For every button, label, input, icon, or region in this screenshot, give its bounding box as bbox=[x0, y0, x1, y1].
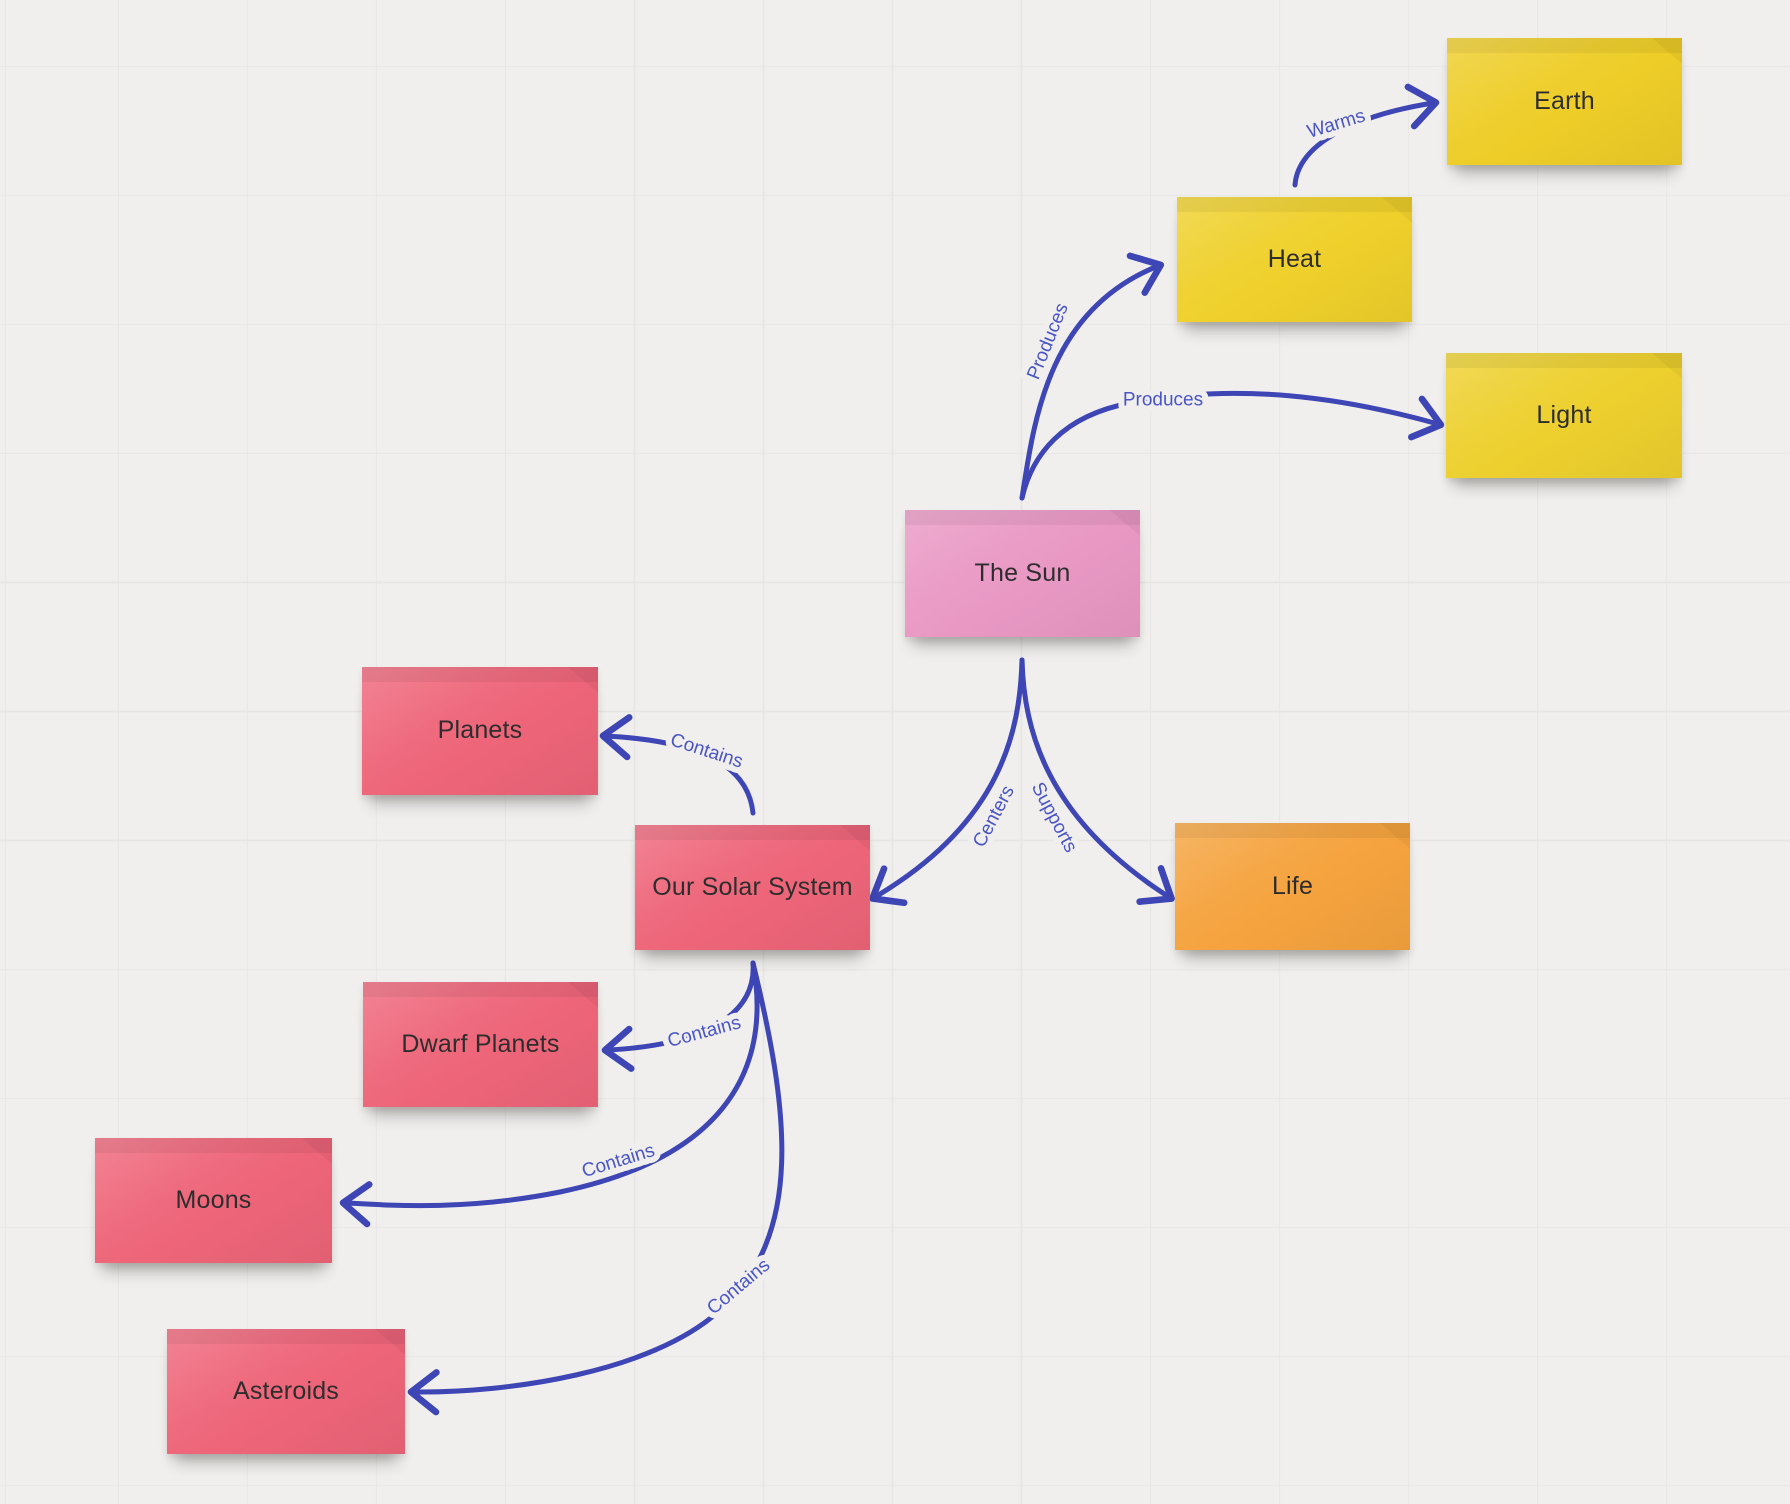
sticky-note-label: Life bbox=[1271, 871, 1314, 900]
sticky-note-label: Light bbox=[1536, 400, 1592, 429]
connector-our-solar-system-to-dwarf-planets[interactable]: Contains bbox=[601, 960, 756, 1072]
connector-label[interactable]: Produces bbox=[1117, 384, 1209, 417]
connector-label[interactable]: Supports bbox=[1021, 773, 1087, 862]
connector-line[interactable] bbox=[1019, 390, 1445, 501]
sticky-note-earth[interactable]: Earth bbox=[1447, 38, 1682, 165]
sticky-note-heat[interactable]: Heat bbox=[1177, 197, 1412, 322]
sticky-note-label: Moons bbox=[175, 1185, 252, 1214]
sticky-note-label: Dwarf Planets bbox=[401, 1029, 560, 1058]
connector-the-sun-to-life[interactable]: Supports bbox=[1019, 657, 1175, 905]
sticky-note-label: Heat bbox=[1267, 244, 1322, 273]
connector-line[interactable] bbox=[1019, 252, 1165, 501]
connector-line[interactable] bbox=[601, 960, 756, 1072]
sticky-note-dwarf-planets[interactable]: Dwarf Planets bbox=[363, 982, 598, 1107]
sticky-note-light[interactable]: Light bbox=[1446, 353, 1682, 478]
connector-line[interactable] bbox=[407, 960, 785, 1416]
sticky-note-label: Earth bbox=[1534, 86, 1595, 115]
connector-line[interactable] bbox=[1292, 83, 1440, 188]
connector-label[interactable]: Contains bbox=[659, 1006, 749, 1058]
connector-line[interactable] bbox=[339, 960, 760, 1228]
sticky-note-label: Asteroids bbox=[232, 1376, 339, 1405]
sticky-note-life[interactable]: Life bbox=[1175, 823, 1410, 950]
connector-the-sun-to-heat[interactable]: Produces bbox=[1017, 252, 1165, 501]
connector-label[interactable]: Contains bbox=[697, 1249, 780, 1325]
sticky-note-label: Planets bbox=[437, 716, 523, 745]
connector-line[interactable] bbox=[599, 714, 756, 816]
sticky-note-label: Our Solar System bbox=[652, 872, 853, 901]
connector-line[interactable] bbox=[869, 657, 1025, 907]
sticky-note-moons[interactable]: Moons bbox=[95, 1138, 332, 1263]
connector-the-sun-to-our-solar-system[interactable]: Centers bbox=[869, 657, 1025, 907]
sticky-note-planets[interactable]: Planets bbox=[362, 667, 598, 795]
connector-heat-to-earth[interactable]: Warms bbox=[1292, 83, 1440, 188]
connector-label[interactable]: Centers bbox=[963, 776, 1025, 857]
sticky-note-label: The Sun bbox=[974, 558, 1071, 587]
connector-the-sun-to-light[interactable]: Produces bbox=[1019, 384, 1445, 501]
connector-label[interactable]: Contains bbox=[662, 724, 752, 779]
connector-label[interactable]: Warms bbox=[1299, 99, 1374, 148]
connector-our-solar-system-to-planets[interactable]: Contains bbox=[599, 714, 756, 816]
sticky-note-asteroids[interactable]: Asteroids bbox=[167, 1329, 405, 1454]
sticky-note-the-sun[interactable]: The Sun bbox=[905, 510, 1140, 637]
sticky-note-our-solar-system[interactable]: Our Solar System bbox=[635, 825, 870, 950]
connector-line[interactable] bbox=[1019, 657, 1175, 905]
